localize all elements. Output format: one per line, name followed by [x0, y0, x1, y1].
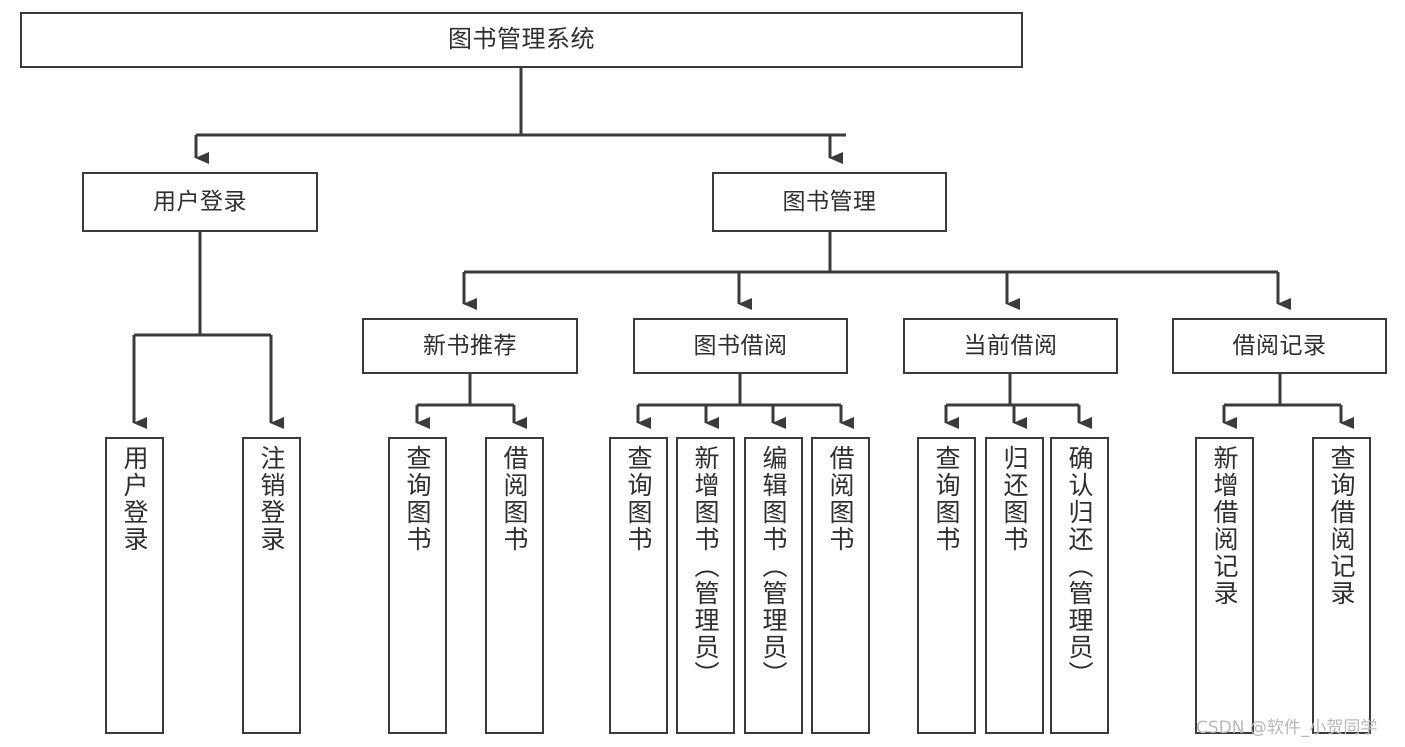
node-user-login-label: 用户登录 [153, 188, 247, 215]
node-leaf-confirm-return[interactable]: 确认归还（管理员） [1050, 437, 1109, 734]
node-root-label: 图书管理系统 [448, 25, 595, 54]
node-leaf-return-book[interactable]: 归还图书 [985, 437, 1044, 734]
node-leaf-edit-book-label: 编辑图书（管理员） [759, 445, 788, 688]
node-leaf-borrow-book-2[interactable]: 借阅图书 [811, 437, 870, 734]
node-leaf-query-book-1[interactable]: 查询图书 [388, 437, 447, 734]
node-leaf-user-login-label: 用户登录 [120, 445, 149, 553]
node-leaf-add-book[interactable]: 新增图书（管理员） [676, 437, 735, 734]
node-leaf-query-record-label: 查询借阅记录 [1327, 445, 1356, 607]
node-leaf-return-book-label: 归还图书 [1000, 445, 1029, 553]
node-root[interactable]: 图书管理系统 [20, 12, 1023, 68]
node-book-borrow-label: 图书借阅 [693, 332, 788, 359]
node-book-borrow[interactable]: 图书借阅 [633, 318, 848, 374]
node-leaf-user-logout[interactable]: 注销登录 [242, 437, 301, 734]
node-book-manage-label: 图书管理 [782, 188, 877, 215]
node-leaf-add-record[interactable]: 新增借阅记录 [1195, 437, 1254, 734]
node-user-login[interactable]: 用户登录 [82, 172, 318, 232]
node-leaf-query-book-3-label: 查询图书 [932, 445, 961, 553]
node-current-borrow-label: 当前借阅 [963, 332, 1058, 359]
node-leaf-borrow-book-1-label: 借阅图书 [500, 445, 529, 553]
node-leaf-query-book-2-label: 查询图书 [624, 445, 653, 553]
node-leaf-add-book-label: 新增图书（管理员） [691, 445, 720, 688]
node-book-manage[interactable]: 图书管理 [712, 172, 947, 232]
node-leaf-user-login[interactable]: 用户登录 [105, 437, 164, 734]
node-leaf-borrow-book-2-label: 借阅图书 [826, 445, 855, 553]
node-leaf-edit-book[interactable]: 编辑图书（管理员） [744, 437, 803, 734]
node-leaf-query-book-2[interactable]: 查询图书 [609, 437, 668, 734]
node-current-borrow[interactable]: 当前借阅 [903, 318, 1118, 374]
node-leaf-add-record-label: 新增借阅记录 [1210, 445, 1239, 607]
node-leaf-query-book-1-label: 查询图书 [403, 445, 432, 553]
node-leaf-query-book-3[interactable]: 查询图书 [917, 437, 976, 734]
node-new-book-rec[interactable]: 新书推荐 [362, 318, 578, 374]
node-leaf-borrow-book-1[interactable]: 借阅图书 [485, 437, 544, 734]
node-leaf-confirm-return-label: 确认归还（管理员） [1065, 445, 1094, 688]
csdn-watermark: CSDN @软件_小贺同学 [1196, 718, 1378, 738]
node-new-book-rec-label: 新书推荐 [423, 332, 517, 359]
node-borrow-record[interactable]: 借阅记录 [1172, 318, 1387, 374]
node-leaf-user-logout-label: 注销登录 [257, 445, 286, 553]
node-leaf-query-record[interactable]: 查询借阅记录 [1312, 437, 1371, 734]
node-borrow-record-label: 借阅记录 [1232, 332, 1327, 359]
